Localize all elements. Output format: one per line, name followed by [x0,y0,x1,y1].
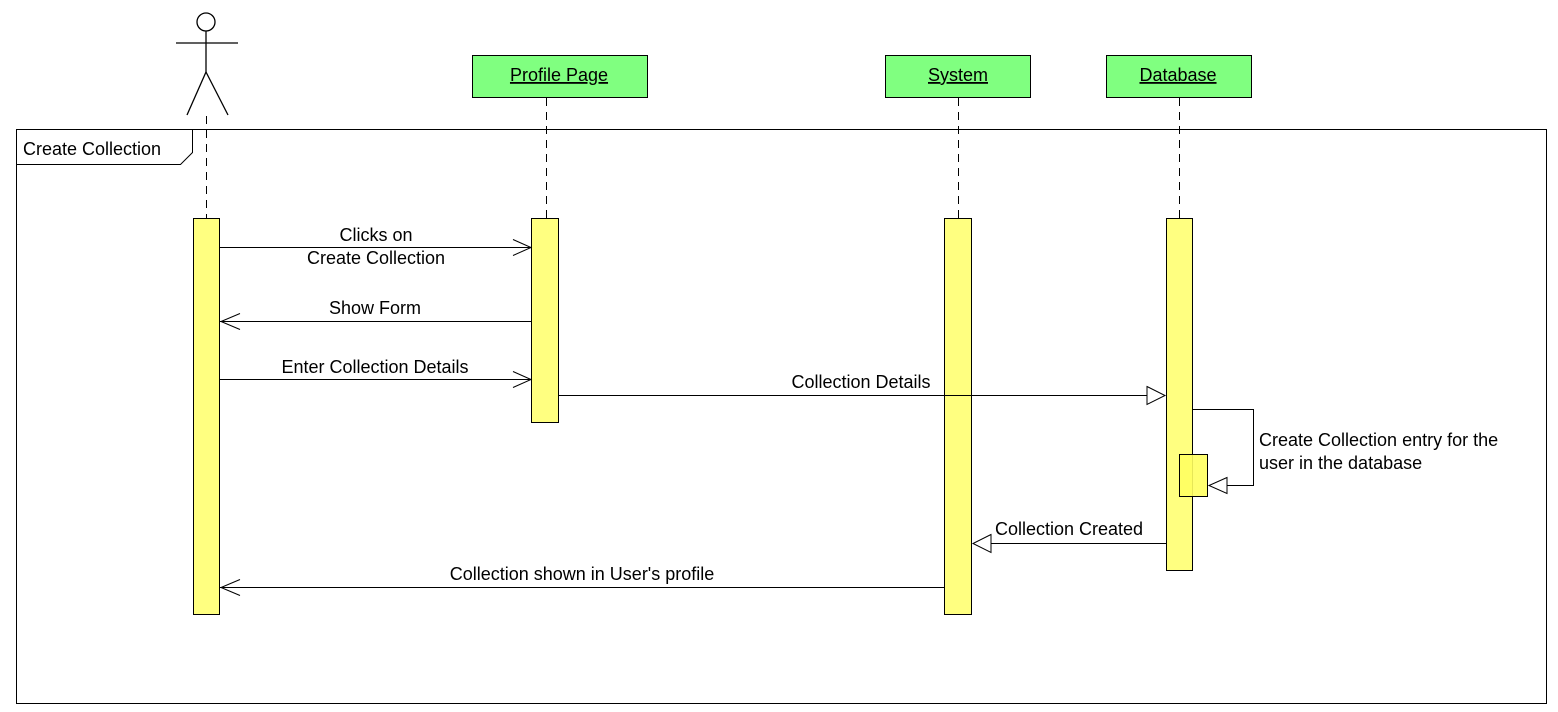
frame-border [16,129,1547,704]
message-label: Collection Created [995,519,1143,539]
message-label-line-1: Clicks on [339,225,412,245]
message-label: Collection shown in User's profile [450,564,715,584]
activation-database-self [1179,454,1208,497]
message-label-line-2: Create Collection [307,248,445,268]
message-collection-details: Collection Details [559,372,1167,406]
activation-database [1166,218,1193,571]
frame-label: Create Collection [23,139,161,159]
participant-system: System [885,55,1031,98]
message-label-line-1: Create Collection entry for the [1259,430,1498,450]
activation-system [944,218,972,615]
activation-profile-page [531,218,559,423]
message-show-form: Show Form [219,298,531,330]
message-label: Show Form [329,298,421,318]
message-clicks-create-collection: Clicks on Create Collection [220,225,533,268]
message-self-create-entry: Create Collection entry for the user in … [1193,409,1498,495]
participant-label-database: Database [1139,65,1216,85]
message-label: Enter Collection Details [281,357,468,377]
actor-icon [176,12,238,116]
frame-label-tab [16,129,193,165]
participant-database: Database [1106,55,1252,98]
message-collection-shown: Collection shown in User's profile [219,564,944,596]
participant-profile-page: Profile Page [472,55,648,98]
message-collection-created: Collection Created [971,519,1166,554]
activation-actor [193,218,220,615]
participant-label-system: System [928,65,988,85]
participant-label-profile-page: Profile Page [510,65,608,85]
message-enter-collection-details: Enter Collection Details [220,357,533,388]
message-label: Collection Details [791,372,930,392]
message-label-line-2: user in the database [1259,453,1422,473]
